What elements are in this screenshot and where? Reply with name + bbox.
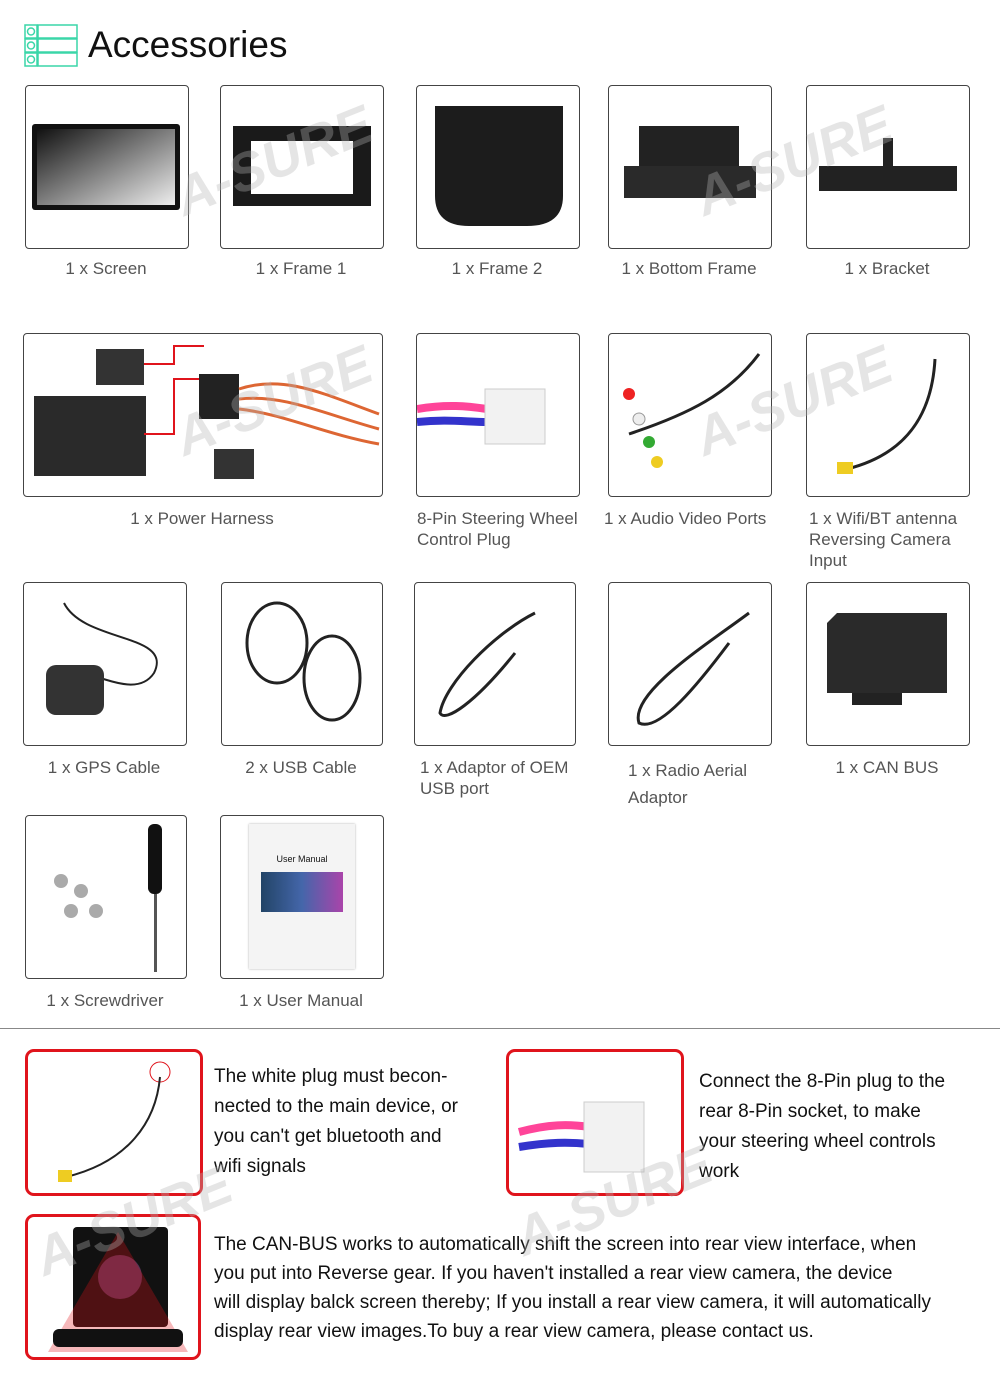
item-label: 1 x Bottom Frame bbox=[621, 259, 757, 278]
steering-note-image bbox=[506, 1049, 684, 1196]
note-line: you put into Reverse gear. If you haven'… bbox=[214, 1263, 893, 1284]
power-harness-image bbox=[23, 333, 383, 497]
note-line: nected to the main device, or bbox=[214, 1096, 458, 1117]
note-line: rear 8-Pin socket, to make bbox=[699, 1101, 921, 1122]
label-line: USB port bbox=[420, 779, 489, 798]
note-line: you can't get bluetooth and bbox=[214, 1126, 442, 1147]
note-line: your steering wheel controls bbox=[699, 1131, 936, 1152]
note-line: The CAN-BUS works to automatically shift… bbox=[214, 1234, 917, 1255]
radio-aerial-image bbox=[608, 582, 772, 746]
frame-2-image bbox=[416, 85, 580, 249]
note-line: work bbox=[699, 1161, 740, 1182]
label-line: 1 x Adaptor of OEM bbox=[420, 758, 569, 777]
item-label: 1 x Screwdriver bbox=[46, 991, 164, 1010]
item-label: 1 x Power Harness bbox=[130, 509, 274, 528]
note-line: Connect the 8-Pin plug to the bbox=[699, 1071, 946, 1092]
user-manual-image: User Manual bbox=[220, 815, 384, 979]
note-line: The white plug must becon- bbox=[214, 1066, 448, 1087]
label-line: Reversing Camera bbox=[809, 530, 951, 549]
label-line: Control Plug bbox=[417, 530, 511, 549]
page-title: Accessories bbox=[88, 24, 288, 65]
antenna-note-image bbox=[25, 1049, 203, 1196]
screwdriver-image bbox=[25, 815, 187, 979]
screen-image bbox=[25, 85, 189, 249]
bottom-frame-image bbox=[608, 85, 772, 249]
label-line: Input bbox=[809, 551, 847, 570]
canbus-image bbox=[806, 582, 970, 746]
label-line: 8-Pin Steering Wheel bbox=[417, 509, 578, 528]
usb-cable-image bbox=[221, 582, 383, 746]
frame-1-image bbox=[220, 85, 384, 249]
item-label: 2 x USB Cable bbox=[245, 758, 357, 777]
item-label: 1 x Frame 2 bbox=[451, 259, 543, 278]
item-label: 1 x CAN BUS bbox=[835, 758, 939, 777]
note-text: The CAN-BUS works to automatically shift… bbox=[214, 1230, 931, 1346]
label-line: 1 x Wifi/BT antenna bbox=[809, 509, 958, 528]
camera-note-image bbox=[25, 1214, 201, 1360]
item-label: 1 x Screen bbox=[65, 259, 147, 278]
note-line: wifi signals bbox=[214, 1156, 306, 1177]
item-label: 1 x Adaptor of OEM USB port bbox=[420, 757, 600, 799]
gps-cable-image bbox=[23, 582, 187, 746]
manual-cover: User Manual bbox=[249, 824, 355, 969]
item-label: 1 x GPS Cable bbox=[47, 758, 161, 777]
label-line: Adaptor bbox=[628, 788, 688, 807]
item-label: 1 x Bracket bbox=[844, 259, 930, 278]
item-label: 1 x Audio Video Ports bbox=[604, 509, 767, 528]
item-label: 1 x Frame 1 bbox=[255, 259, 347, 278]
steering-plug-image bbox=[416, 333, 580, 497]
manual-screen bbox=[261, 872, 343, 912]
note-line: will display balck screen thereby; If yo… bbox=[214, 1292, 931, 1313]
bracket-image bbox=[806, 85, 970, 249]
av-cable-image bbox=[608, 333, 772, 497]
usb-adaptor-image bbox=[414, 582, 576, 746]
label-line: 1 x Radio Aerial bbox=[628, 761, 748, 780]
list-icon bbox=[24, 24, 78, 67]
divider bbox=[0, 1028, 1000, 1029]
note-text: Connect the 8-Pin plug to the rear 8-Pin … bbox=[699, 1067, 945, 1187]
antenna-image bbox=[806, 333, 970, 497]
note-line: display rear view images.To buy a rear v… bbox=[214, 1321, 814, 1342]
item-label: 1 x User Manual bbox=[239, 991, 363, 1010]
manual-title: User Manual bbox=[276, 854, 328, 864]
note-text: The white plug must becon-nected to the … bbox=[214, 1062, 458, 1182]
